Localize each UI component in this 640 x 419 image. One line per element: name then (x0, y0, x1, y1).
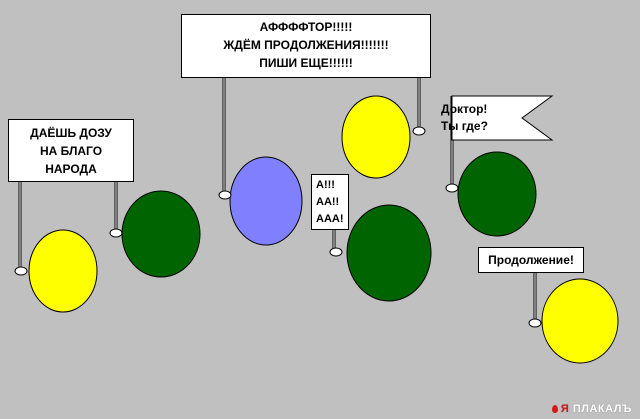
bottom-right-sign: Продолжение! (478, 247, 584, 273)
top-sign-line-3: ПИШИ ЕЩЕ!!!!!! (259, 56, 353, 70)
flag-text: Доктор! Ты где? (441, 101, 488, 135)
left-sign-line-2: НА БЛАГО (39, 144, 103, 158)
watermark-prefix: Я (560, 403, 570, 415)
green-balloon-left (121, 190, 201, 278)
knot-blue (218, 190, 232, 200)
green-balloon-right (457, 151, 537, 237)
flag-line-1: Доктор! (441, 102, 488, 116)
yellow-balloon-top (341, 95, 411, 179)
knot-yellow-top (412, 126, 426, 136)
watermark-name: ПЛАКАЛЪ (572, 403, 632, 415)
knot-yellow-left (14, 266, 28, 276)
small-middle-sign: А!!! АА!! ААА! (311, 174, 349, 230)
flag-banner (451, 95, 554, 141)
knot-yellow-bottom-right (528, 318, 542, 328)
left-sign-line-1: ДАЁШЬ ДОЗУ (30, 126, 112, 140)
watermark: Я ПЛАКАЛЪ (551, 403, 632, 415)
flag-line-2: Ты где? (441, 119, 488, 133)
green-balloon-middle (346, 204, 432, 302)
drop-icon (551, 405, 558, 413)
yellow-balloon-left (28, 229, 98, 313)
top-center-sign: АФФФФТОР!!!!! ЖДЁМ ПРОДОЛЖЕНИЯ!!!!!!! ПИ… (181, 14, 431, 78)
knot-green-left (109, 228, 123, 238)
small-sign-line-1: А!!! (316, 179, 335, 191)
top-sign-line-1: АФФФФТОР!!!!! (259, 20, 353, 34)
left-sign-line-3: НАРОДА (45, 162, 97, 176)
top-sign-line-2: ЖДЁМ ПРОДОЛЖЕНИЯ!!!!!!! (223, 38, 389, 52)
left-sign: ДАЁШЬ ДОЗУ НА БЛАГО НАРОДА (8, 119, 134, 182)
small-sign-line-3: ААА! (316, 213, 344, 225)
knot-green-middle (329, 247, 343, 257)
yellow-balloon-bottom-right (541, 278, 619, 364)
blue-balloon (229, 156, 303, 246)
knot-green-right (445, 183, 459, 193)
bottom-right-sign-line: Продолжение! (488, 253, 574, 267)
small-sign-line-2: АА!! (316, 196, 340, 208)
